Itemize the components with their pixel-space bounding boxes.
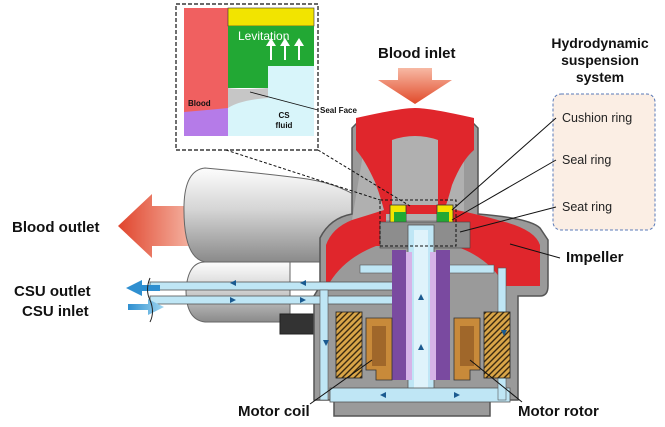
seal-ring-leader [451, 159, 557, 221]
seal-face-leader [249, 91, 319, 111]
tube-break-mark [147, 277, 153, 323]
inlet-bore [392, 136, 438, 205]
detail-connector-left [225, 149, 381, 201]
motor-rotor [392, 250, 450, 380]
inset-seal-face-label: Seal Face [320, 106, 357, 115]
inset-levitation-label: Levitation [238, 29, 289, 43]
motor-coil-label: Motor coil [238, 403, 310, 420]
suspension-title-line3: system [576, 69, 624, 85]
blood-outlet-label: Blood outlet [12, 219, 99, 236]
detail-region-box [379, 199, 457, 247]
inset-fluid-label: fluid [276, 121, 293, 130]
impeller-label: Impeller [566, 249, 624, 266]
stator-windings [335, 311, 511, 379]
seat-ring-label: Seat ring [562, 200, 612, 214]
motor-rotor-leader [469, 359, 523, 403]
suspension-title-line2: suspension [561, 52, 639, 68]
motor-coil-leader [309, 359, 373, 405]
flow-direction-arrows [230, 280, 507, 398]
cushion-ring-label: Cushion ring [562, 111, 632, 125]
outlet-tube [183, 167, 361, 335]
cushion-ring-leader [451, 117, 557, 211]
detail-connector-right [317, 149, 411, 207]
suspension-title-line1: Hydrodynamic [551, 35, 648, 51]
ring-list-box [552, 93, 656, 231]
motor-rotor-label: Motor rotor [518, 403, 599, 420]
csu-outlet-arrow [126, 280, 160, 296]
blood-outlet-arrow [118, 194, 205, 258]
csu-inlet-arrow [128, 299, 164, 315]
seal-ring-label: Seal ring [562, 153, 611, 167]
seal-detail-inset: Levitation Blood CS fluid [175, 3, 319, 151]
inset-blood-label: Blood [188, 99, 211, 108]
blood-inlet-arrow [378, 68, 452, 104]
seat-ring-leader [459, 206, 557, 233]
inset-cs-label: CS [278, 111, 290, 120]
csu-inlet-label: CSU inlet [22, 303, 89, 320]
impeller-leader [509, 243, 561, 259]
blood-inlet-label: Blood inlet [378, 45, 456, 62]
motor-coils [365, 317, 481, 381]
csu-outlet-label: CSU outlet [14, 283, 91, 300]
